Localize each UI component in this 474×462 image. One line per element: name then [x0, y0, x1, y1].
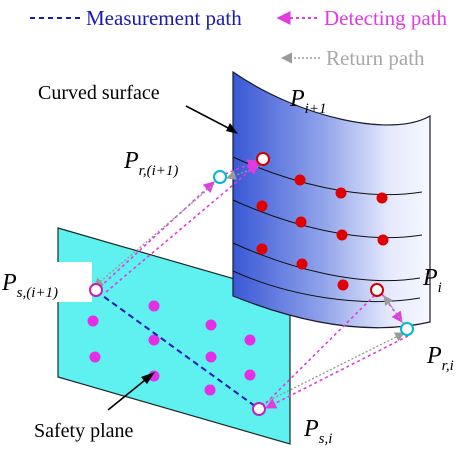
point-p-r-i: [400, 322, 414, 336]
plane-point: [148, 370, 160, 382]
surface-point: [335, 187, 347, 199]
legend: Measurement path Detecting path Return p…: [30, 6, 448, 70]
legend-detecting-label: Detecting path: [324, 6, 448, 30]
surface-point: [256, 200, 268, 212]
plane-point: [244, 334, 256, 346]
surface-contour-2: [232, 199, 423, 239]
surface-point: [295, 216, 307, 228]
plane-point: [204, 384, 216, 396]
point-p-i: [370, 283, 384, 297]
detect-path-upper-1: [99, 181, 215, 288]
safety-plane-pointer: [107, 375, 151, 411]
curved-surface: [232, 70, 431, 329]
point-p-s-i: [252, 402, 266, 416]
point-p-s-i-plus-1: [89, 283, 103, 297]
detect-path-lower-3: [265, 293, 377, 404]
label-cutout: [0, 262, 92, 302]
plane-point: [148, 300, 160, 312]
label-p-i-plus-1: Pi+1: [289, 86, 326, 117]
curved-surface-label: Curved surface: [38, 82, 160, 104]
plane-point: [244, 369, 256, 381]
return-path-lower-2: [261, 332, 405, 405]
surface-contour-3: [232, 242, 421, 282]
curved-surface-pointer: [185, 105, 233, 131]
surface-point: [296, 258, 308, 270]
plane-point: [205, 319, 217, 331]
point-p-r-i-plus-1: [213, 170, 227, 184]
legend-measurement-label: Measurement path: [86, 6, 242, 30]
plane-point: [148, 334, 160, 346]
plane-point: [87, 315, 99, 327]
surface-point: [377, 234, 389, 246]
plane-points: [87, 300, 256, 396]
label-p-s-i-plus-1: Ps,(i+1): [1, 270, 58, 301]
label-p-r-i: Pr,i: [426, 343, 454, 374]
surface-contour-4: [232, 270, 421, 302]
label-p-r-i-plus-1: Pr,(i+1): [123, 148, 178, 179]
detect-path-lower-2: [265, 335, 409, 409]
label-p-s-i: Ps,i: [303, 416, 332, 447]
safety-plane-label: Safety plane: [34, 420, 134, 442]
surface-point: [376, 192, 388, 204]
surface-point: [337, 279, 349, 291]
surface-points: [256, 174, 389, 291]
return-path-lower-1: [383, 295, 405, 325]
safety-plane: [57, 227, 291, 445]
curved-surface-pointer-head: [226, 123, 238, 134]
point-p-i-plus-1: [256, 152, 270, 166]
surface-point: [294, 174, 306, 186]
label-p-i: Pi: [422, 265, 442, 296]
surface-point: [256, 243, 268, 255]
surface-point: [336, 229, 348, 241]
plane-point: [205, 351, 217, 363]
safety-plane-pointer-head: [141, 372, 155, 384]
legend-return-label: Return path: [326, 46, 425, 70]
measurement-path: [95, 290, 260, 410]
plane-point: [89, 351, 101, 363]
